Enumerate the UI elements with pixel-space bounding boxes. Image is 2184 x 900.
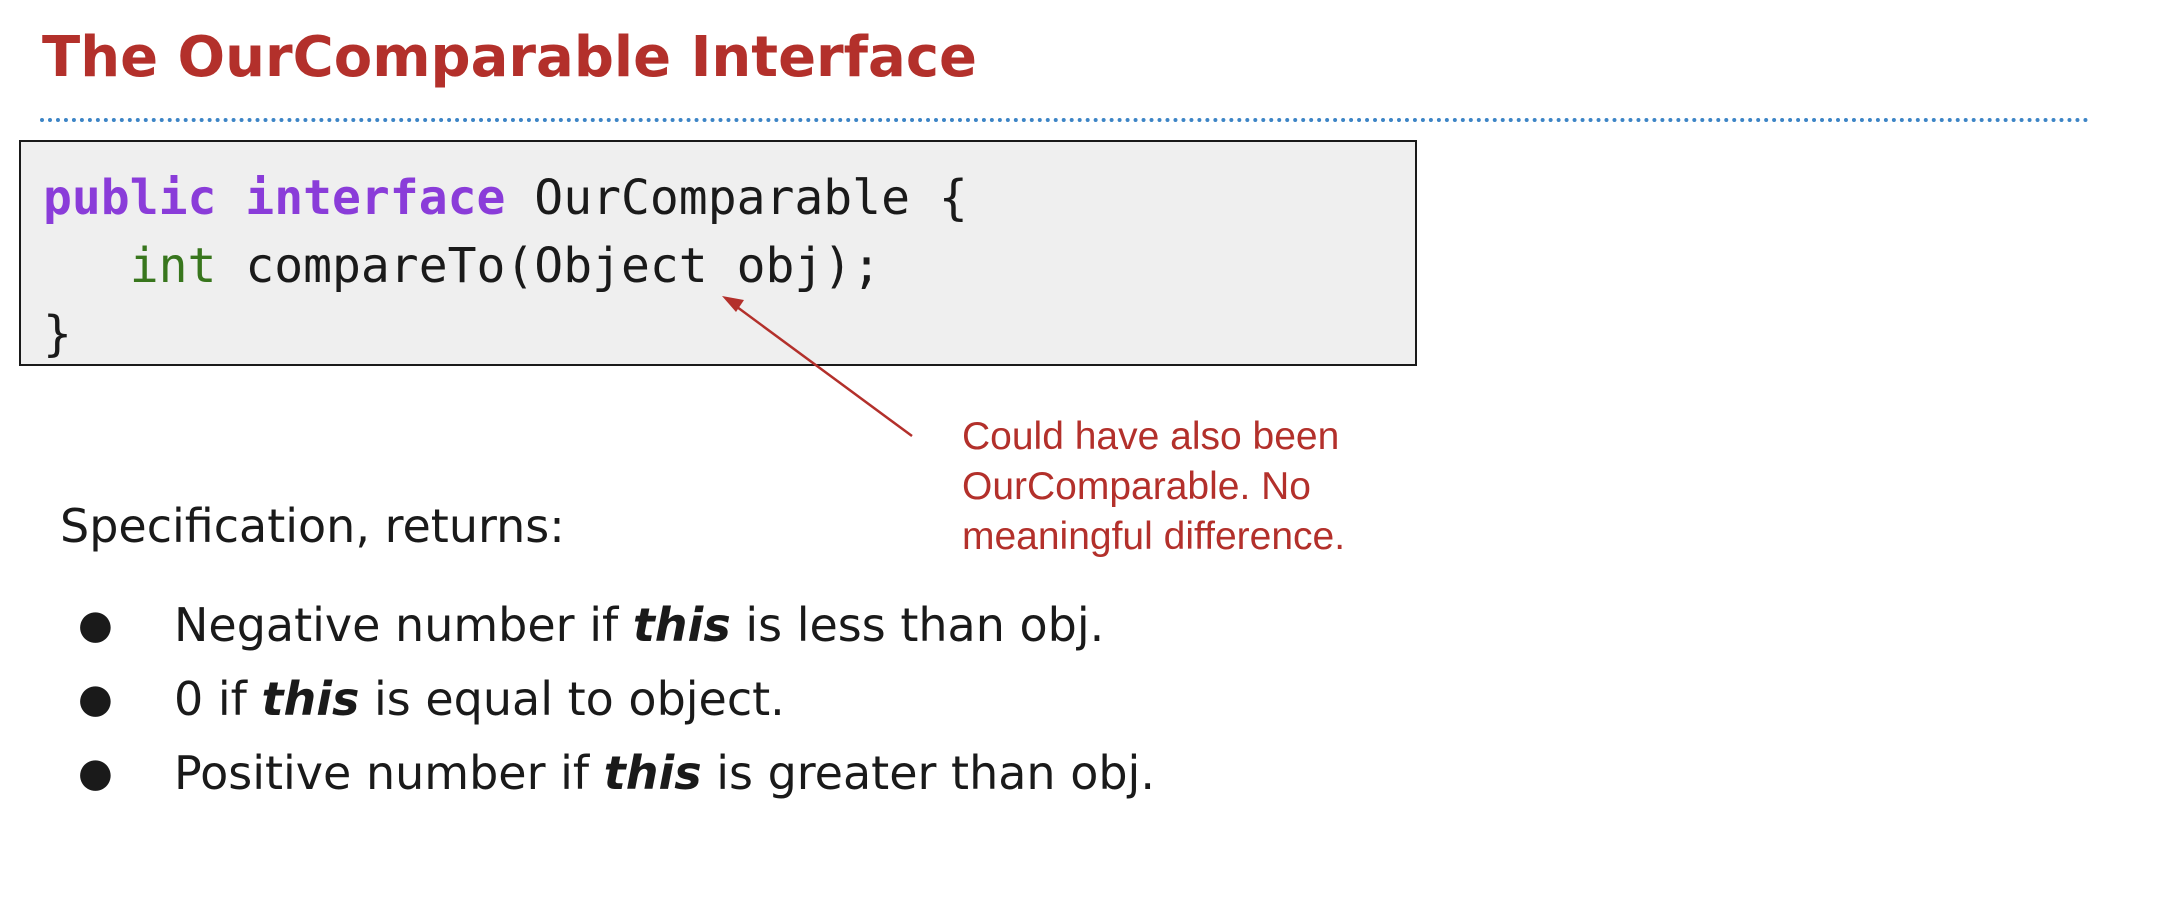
slide-title: The OurComparable Interface	[42, 25, 977, 90]
annotation-line: Could have also been	[962, 415, 1340, 458]
open-brace: {	[938, 170, 968, 226]
list-item: ● 0 if this is equal to object.	[78, 662, 1155, 736]
annotation-line: OurComparable. No	[962, 465, 1311, 508]
close-brace: }	[43, 306, 72, 362]
bullet-icon: ●	[78, 602, 113, 648]
bullet-icon: ●	[78, 750, 113, 796]
emphasis-this: this	[603, 746, 702, 800]
list-item-text: 0 if this is equal to object.	[174, 672, 785, 726]
annotation-note: Could have also been OurComparable. No m…	[962, 412, 1345, 562]
keyword-interface: interface	[245, 170, 506, 226]
interface-name: OurComparable	[534, 170, 910, 226]
list-item: ● Positive number if this is greater tha…	[78, 736, 1155, 810]
list-item-text: Positive number if this is greater than …	[174, 746, 1155, 800]
title-divider	[40, 118, 2090, 122]
code-text: public interface OurComparable { int com…	[43, 164, 968, 368]
spec-list: ● Negative number if this is less than o…	[78, 588, 1155, 810]
method-signature: compareTo(Object obj);	[245, 238, 882, 294]
keyword-public: public	[43, 170, 217, 226]
spec-heading: Specification, returns:	[60, 499, 565, 553]
list-item: ● Negative number if this is less than o…	[78, 588, 1155, 662]
list-item-text: Negative number if this is less than obj…	[174, 598, 1105, 652]
bullet-icon: ●	[78, 676, 113, 722]
emphasis-this: this	[261, 672, 360, 726]
annotation-line: meaningful difference.	[962, 515, 1346, 558]
return-type: int	[129, 238, 217, 294]
emphasis-this: this	[632, 598, 731, 652]
code-block: public interface OurComparable { int com…	[19, 140, 1417, 366]
